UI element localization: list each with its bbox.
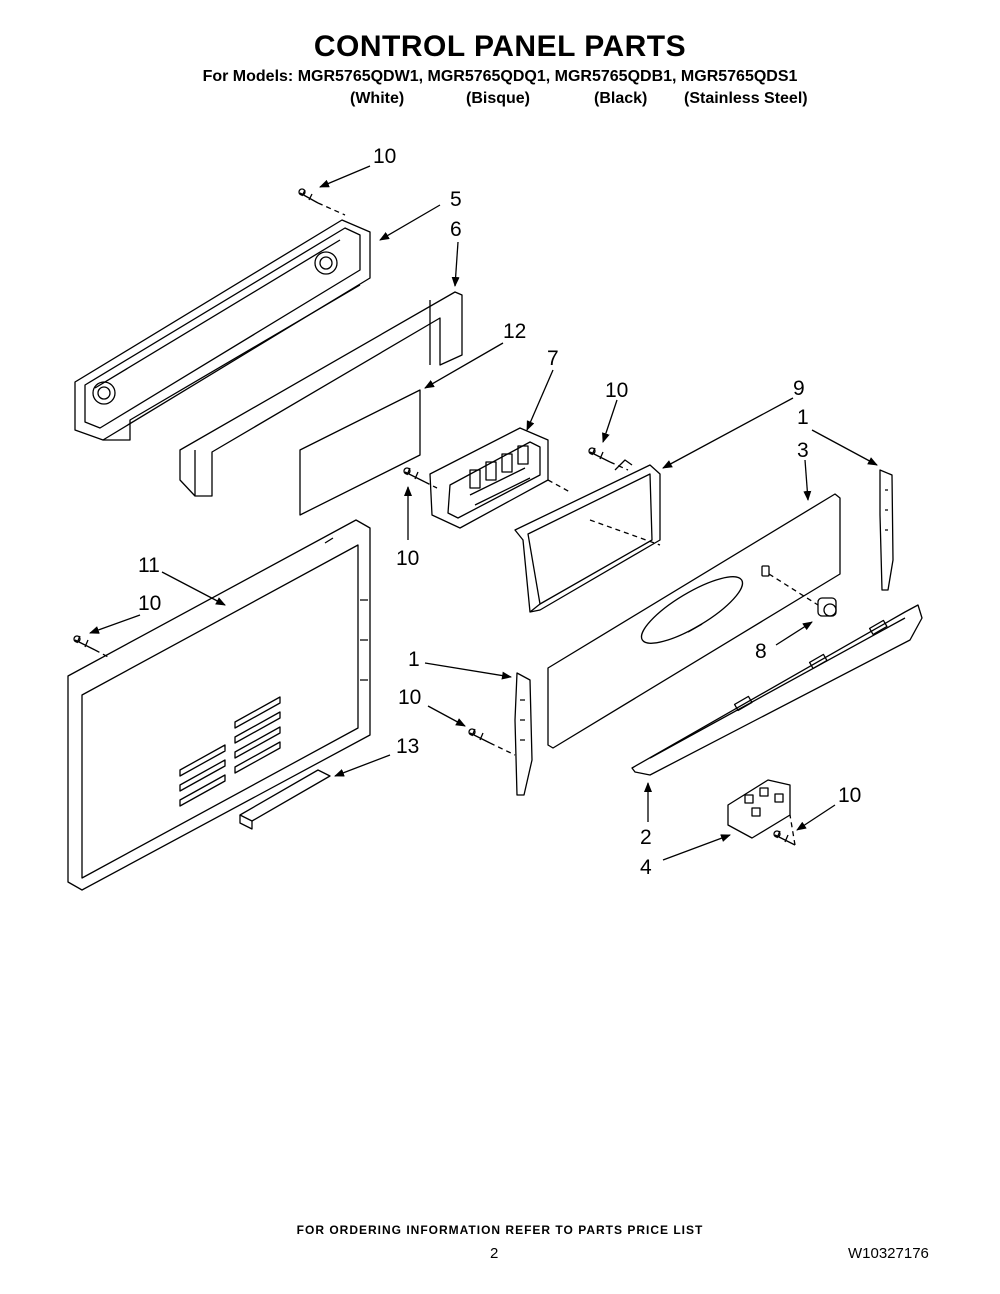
callout-label: 13 [396, 735, 419, 758]
callout-label: 6 [450, 218, 462, 241]
part-3-control-overlay [547, 493, 841, 749]
part-13-strip [239, 769, 331, 830]
document-number: W10327176 [848, 1245, 929, 1262]
part-6-back-trim [179, 291, 463, 497]
callout-label: 11 [138, 554, 160, 577]
screw-icon [468, 728, 491, 744]
variant-stainless-steel: (Stainless Steel) [684, 90, 808, 107]
part-5-rear-housing [74, 219, 371, 441]
page-number: 2 [490, 1245, 499, 1262]
callout-label: 4 [640, 856, 652, 879]
variant-white: (White) [350, 90, 405, 107]
callout-label: 1 [408, 648, 420, 671]
callout-label: 10 [838, 784, 861, 807]
callout-label: 12 [503, 320, 526, 343]
callout-label: 10 [396, 547, 419, 570]
callout-label: 5 [450, 188, 462, 211]
callout-label: 9 [793, 377, 805, 400]
part-4-terminal-block [727, 779, 791, 839]
callout-label: 10 [373, 145, 396, 168]
variant-bisque: (Bisque) [466, 90, 530, 107]
callout-label: 7 [547, 347, 559, 370]
part-11-control-panel [67, 519, 371, 891]
part-7-control-board [429, 427, 549, 529]
part-12-insulation [299, 389, 421, 516]
callout-label: 10 [605, 379, 628, 402]
screw-icon [588, 447, 611, 463]
screw-icon [773, 830, 796, 846]
callout-label: 8 [755, 640, 767, 663]
page-title: CONTROL PANEL PARTS [313, 30, 687, 63]
screw-icon [298, 188, 319, 204]
part-1-end-cap-left [514, 672, 533, 796]
callout-labels: 10 5 6 12 7 10 9 1 3 10 11 10 1 8 10 13 … [138, 145, 861, 879]
callout-label: 1 [797, 406, 809, 429]
callout-label: 10 [138, 592, 161, 615]
assembly-lines [94, 202, 819, 846]
part-1-end-cap-right [879, 469, 894, 591]
models-line: For Models: MGR5765QDW1, MGR5765QDQ1, MG… [202, 68, 798, 85]
vent-slots [179, 696, 281, 807]
variant-black: (Black) [594, 90, 648, 107]
callout-label: 10 [398, 686, 421, 709]
callout-label: 3 [797, 439, 809, 462]
part-2-trim [631, 604, 923, 776]
screw-icon [403, 467, 426, 483]
ordering-note: FOR ORDERING INFORMATION REFER TO PARTS … [296, 1223, 704, 1237]
part-9-bracket [514, 459, 661, 613]
callout-label: 2 [640, 826, 652, 849]
part-8-switch [817, 597, 837, 617]
screw-icon [73, 635, 96, 651]
leader-lines [89, 165, 878, 861]
